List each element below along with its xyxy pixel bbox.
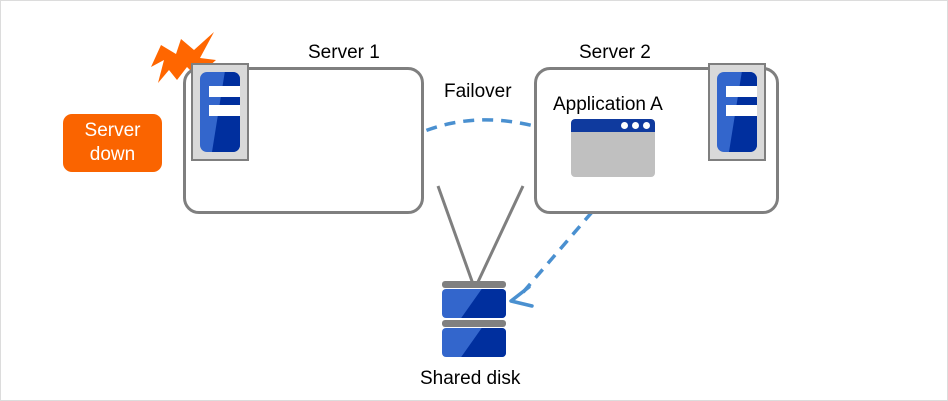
application-a-label: Application A xyxy=(553,94,663,115)
shared-disk-icon xyxy=(442,281,506,361)
failover-label: Failover xyxy=(444,81,512,102)
window-dot-icon xyxy=(621,122,628,129)
server-down-line2: down xyxy=(89,144,136,165)
connector-server2-to-disk xyxy=(475,185,525,285)
server2-title: Server 2 xyxy=(579,42,651,63)
disk-access-arrowhead-icon xyxy=(509,285,534,308)
disk-block xyxy=(442,289,506,318)
server2-tower-icon xyxy=(708,63,766,161)
failover-arrow xyxy=(408,118,546,140)
server-tower-body xyxy=(717,72,757,152)
application-window-titlebar xyxy=(571,119,655,132)
server1-title: Server 1 xyxy=(308,42,380,63)
server-down-line1: Server xyxy=(84,120,141,141)
server1-tower-icon xyxy=(191,63,249,161)
connector-server1-to-disk xyxy=(436,185,475,285)
shared-disk-label: Shared disk xyxy=(420,368,521,389)
window-dot-icon xyxy=(643,122,650,129)
disk-block xyxy=(442,328,506,357)
server-tower-bar xyxy=(209,86,240,97)
server-tower-body xyxy=(200,72,240,152)
server-down-badge: Server down xyxy=(63,114,162,172)
window-dot-icon xyxy=(632,122,639,129)
server-tower-bar xyxy=(209,105,240,116)
server-tower-bar xyxy=(726,86,757,97)
server-tower-bar xyxy=(726,105,757,116)
application-a-window-icon xyxy=(571,119,655,177)
disk-cap xyxy=(442,320,506,327)
disk-cap xyxy=(442,281,506,288)
